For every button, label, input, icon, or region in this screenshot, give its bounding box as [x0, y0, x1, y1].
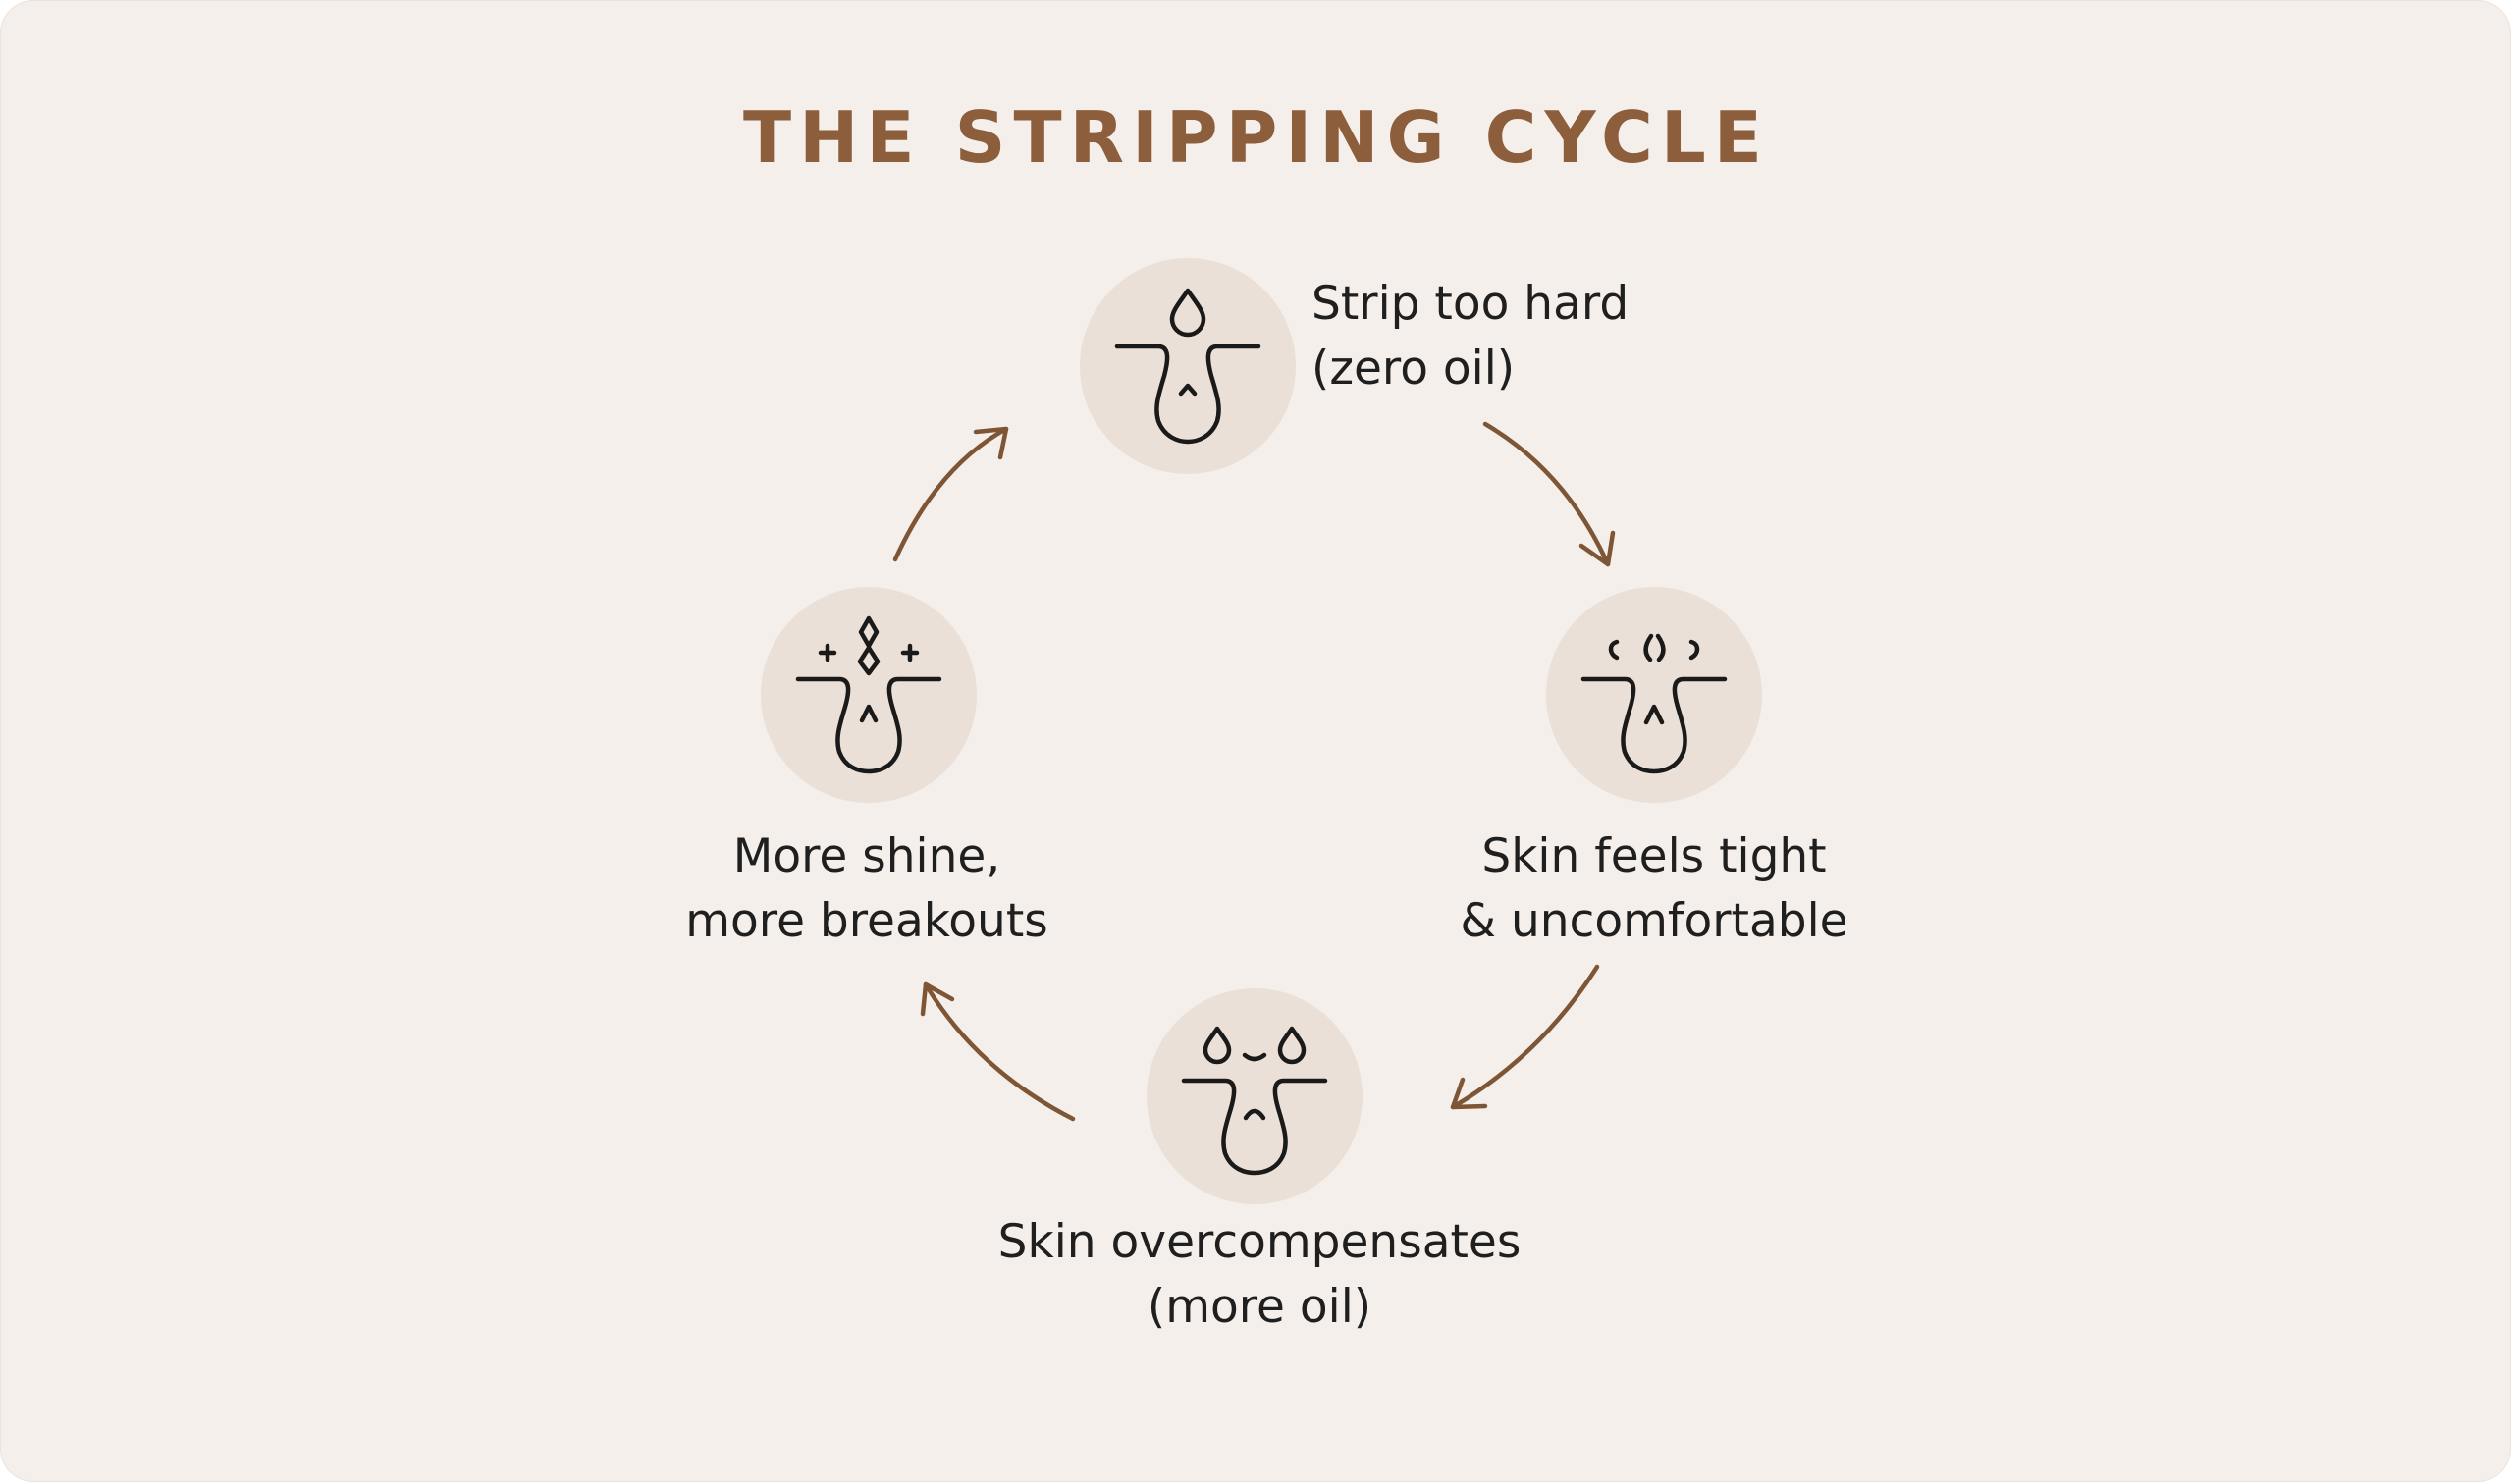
node-circle-shine [761, 587, 977, 803]
node-label-line: more breakouts [685, 894, 1048, 948]
diagram-title: THE STRIPPING CYCLE [743, 96, 1770, 179]
arrow-strip-to-tight [1482, 421, 1616, 567]
node-circle-overcompensate [1147, 988, 1363, 1204]
node-label-line: (more oil) [1147, 1280, 1372, 1334]
node-label-line: Skin overcompensates [997, 1215, 1522, 1269]
node-label-strip: Strip too hard (zero oil) [1311, 272, 1629, 401]
pore-single-drop-icon [1114, 288, 1261, 445]
pore-evaporating-icon [1580, 633, 1728, 774]
node-circle-strip [1080, 258, 1296, 474]
node-label-line: Skin feels tight [1481, 829, 1827, 883]
arrow-tight-to-overcompensate [1450, 964, 1600, 1110]
node-circle-tight [1546, 587, 1762, 803]
pore-sparkle-icon [795, 615, 942, 774]
node-label-line: More shine, [732, 829, 1001, 883]
node-label-line: Strip too hard [1311, 277, 1630, 331]
node-label-tight: Skin feels tight & uncomfortable [1458, 824, 1850, 954]
node-label-shine: More shine, more breakouts [670, 824, 1063, 954]
arrow-shine-to-strip [892, 426, 1009, 562]
node-label-line: (zero oil) [1311, 342, 1516, 396]
pore-two-drops-icon [1181, 1026, 1328, 1176]
node-label-overcompensate: Skin overcompensates (more oil) [985, 1210, 1534, 1340]
arrow-overcompensate-to-shine [920, 981, 1076, 1122]
node-label-line: & uncomfortable [1460, 894, 1848, 948]
